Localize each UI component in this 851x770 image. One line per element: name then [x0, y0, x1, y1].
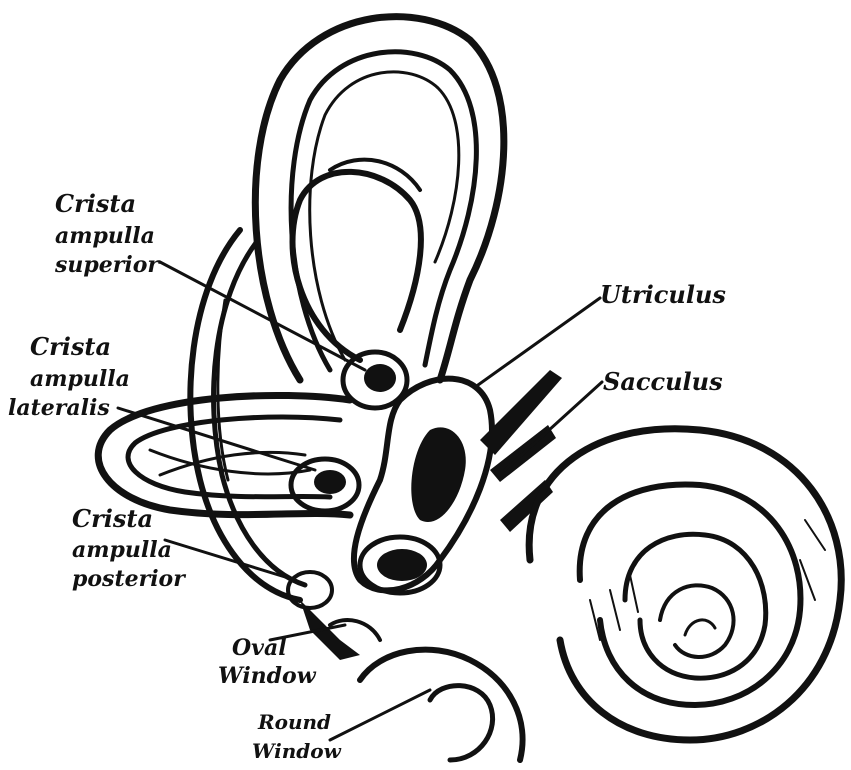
label-crista-lateralis-line2: ampulla: [30, 366, 130, 392]
leader-round-window: [330, 690, 430, 740]
label-sacculus-text: Sacculus: [603, 367, 723, 396]
label-crista-posterior-line3: posterior: [72, 566, 186, 592]
label-round-window: Round Window: [252, 710, 342, 763]
label-crista-superior: Crista ampulla superior: [54, 189, 160, 278]
label-crista-superior-line1: Crista: [55, 189, 136, 218]
label-crista-lateralis-line3: lateralis: [8, 395, 110, 421]
label-utriculus: Utriculus: [600, 280, 726, 309]
superior-semicircular-canal: [255, 17, 504, 380]
label-crista-lateralis-line1: Crista: [30, 332, 111, 361]
label-oval-window-line2: Window: [218, 663, 317, 689]
vestibule: [354, 379, 492, 593]
label-crista-posterior: Crista ampulla posterior: [72, 504, 186, 592]
leader-utriculus: [478, 298, 600, 385]
label-crista-posterior-line1: Crista: [72, 504, 153, 533]
label-utriculus-text: Utriculus: [600, 280, 726, 309]
label-round-window-line1: Round: [257, 710, 331, 734]
label-sacculus: Sacculus: [603, 367, 723, 396]
cochlea: [529, 429, 841, 740]
label-oval-window: Oval Window: [218, 635, 317, 689]
label-oval-window-line1: Oval: [232, 635, 287, 661]
label-round-window-line2: Window: [252, 739, 342, 763]
label-crista-lateralis: Crista ampulla lateralis: [8, 332, 130, 421]
oval-round-window-region: [330, 620, 523, 760]
label-crista-superior-line2: ampulla: [55, 223, 155, 249]
label-crista-superior-line3: superior: [54, 252, 160, 278]
vestibular-nerve-bundles: [480, 370, 562, 532]
label-crista-posterior-line2: ampulla: [72, 537, 172, 563]
